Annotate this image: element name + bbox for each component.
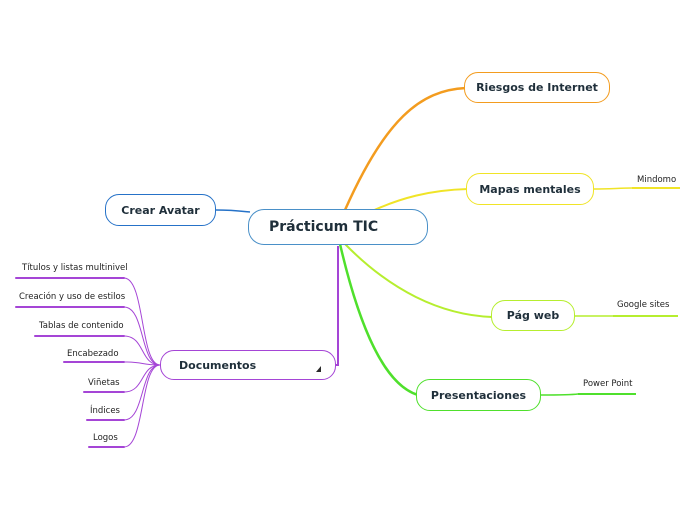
topic-mapas-mentales[interactable]: Mapas mentales [466, 173, 594, 205]
leaf-logos[interactable]: Logos [93, 433, 118, 443]
leaf-creacion-estilos[interactable]: Creación y uso de estilos [19, 292, 126, 302]
topic-documentos[interactable]: Documentos [160, 350, 336, 380]
documentos-leaf-underlines [15, 277, 125, 448]
documentos-leaf-links [123, 277, 161, 448]
link-pagweb [344, 243, 493, 318]
central-topic-label: Prácticum TIC [269, 219, 379, 235]
link-avatar [215, 209, 251, 213]
topic-pagweb-label: Pág web [506, 309, 560, 322]
topic-pag-web[interactable]: Pág web [491, 300, 575, 331]
link-mindomo [593, 187, 680, 190]
topic-riesgos-internet[interactable]: Riesgos de Internet [464, 72, 610, 103]
link-mapas [369, 188, 469, 213]
topic-riesgos-label: Riesgos de Internet [476, 81, 598, 94]
topic-crear-avatar[interactable]: Crear Avatar [105, 194, 216, 226]
collapse-triangle-icon[interactable] [316, 366, 321, 372]
topic-avatar-label: Crear Avatar [121, 203, 200, 217]
topic-presentaciones[interactable]: Presentaciones [416, 379, 541, 411]
topic-documentos-label: Documentos [179, 358, 257, 372]
leaf-google-sites[interactable]: Google sites [617, 300, 670, 310]
leaf-encabezado[interactable]: Encabezado [67, 349, 119, 359]
leaf-tablas-contenido[interactable]: Tablas de contenido [39, 321, 124, 331]
link-documentos [333, 246, 339, 366]
leaf-vinetas[interactable]: Viñetas [88, 378, 120, 388]
topic-mapas-label: Mapas mentales [479, 182, 581, 196]
link-riesgos [343, 86, 467, 211]
leaf-mindomo[interactable]: Mindomo [637, 175, 677, 185]
leaf-titulos-listas[interactable]: Títulos y listas multinivel [22, 263, 128, 273]
link-presentaciones [338, 243, 419, 397]
leaf-power-point[interactable]: Power Point [583, 379, 633, 389]
topic-presentaciones-label: Presentaciones [430, 388, 527, 402]
link-powerpoint [540, 393, 636, 396]
leaf-indices[interactable]: Índices [90, 406, 120, 416]
central-topic[interactable]: Prácticum TIC [248, 209, 428, 245]
